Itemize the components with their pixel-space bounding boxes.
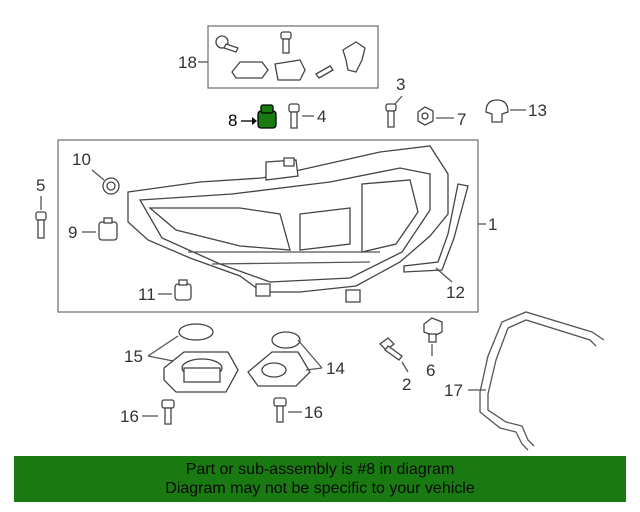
part-8-group: 8 bbox=[228, 104, 277, 130]
part-10-group: 10 bbox=[72, 150, 120, 195]
callout-8: 8 bbox=[228, 111, 237, 130]
bulb-socket-9-icon bbox=[98, 217, 118, 241]
callout-15: 15 bbox=[124, 347, 143, 366]
group-18-box: 18 bbox=[178, 25, 379, 89]
screw-16b-icon bbox=[273, 397, 287, 423]
callout-4: 4 bbox=[317, 107, 326, 126]
banner-line-1: Part or sub-assembly is #8 in diagram bbox=[185, 461, 455, 478]
part-4-group: 4 bbox=[288, 103, 326, 129]
screw-18e-icon bbox=[315, 65, 334, 79]
seal-17-icon bbox=[487, 319, 597, 447]
callout-3: 3 bbox=[396, 75, 405, 94]
module-15-icon bbox=[163, 351, 239, 393]
seal-12-icon bbox=[403, 183, 469, 273]
callout-10: 10 bbox=[72, 150, 91, 169]
seal-ring-15-icon bbox=[178, 323, 214, 341]
screw-18b-icon bbox=[280, 31, 292, 54]
part-12-group: 12 bbox=[403, 183, 469, 302]
bolt-18a-icon bbox=[215, 35, 239, 53]
screw-3-icon bbox=[385, 103, 397, 112]
callout-18: 18 bbox=[178, 53, 197, 72]
banner-line-2: Diagram may not be specific to your vehi… bbox=[165, 480, 475, 497]
callout-7: 7 bbox=[457, 110, 466, 129]
callout-16-left: 16 bbox=[120, 407, 139, 426]
cap-11-icon bbox=[174, 279, 192, 301]
callout-6: 6 bbox=[426, 361, 435, 380]
callout-16-right: 16 bbox=[304, 403, 323, 422]
callout-17: 17 bbox=[444, 381, 463, 400]
callout-1: 1 bbox=[488, 215, 497, 234]
part-16b-group: 16 bbox=[273, 397, 323, 423]
screw-2-icon bbox=[379, 337, 395, 351]
part-13-group: 13 bbox=[485, 99, 547, 123]
part-6-group: 6 bbox=[423, 317, 443, 380]
cap-13-icon bbox=[485, 99, 509, 123]
part-17-group: 17 bbox=[444, 311, 605, 451]
seal-ring-14-icon bbox=[271, 331, 301, 349]
part-7-group: 7 bbox=[417, 106, 466, 129]
bracket-18c-icon bbox=[231, 61, 269, 79]
screw-4-icon bbox=[288, 103, 300, 113]
clip-6-icon bbox=[423, 317, 443, 343]
callout-9: 9 bbox=[68, 223, 77, 242]
callout-11: 11 bbox=[138, 285, 156, 304]
screw-5-icon bbox=[35, 211, 47, 221]
part-5-group: 5 bbox=[35, 176, 47, 239]
screw-16a-icon bbox=[161, 399, 175, 425]
callout-13: 13 bbox=[528, 101, 547, 120]
callout-14: 14 bbox=[326, 359, 345, 378]
callout-2: 2 bbox=[402, 375, 411, 394]
part-15-group: 15 bbox=[124, 323, 239, 393]
headlamp-icon bbox=[127, 145, 449, 303]
part-2-group: 2 bbox=[379, 337, 411, 394]
part-11-group: 11 bbox=[138, 279, 192, 304]
part-3-group: 3 bbox=[385, 75, 405, 128]
part-16a-group: 16 bbox=[120, 399, 175, 426]
headlamp-assembly-box: 1 bbox=[57, 139, 497, 313]
bracket-18d-icon bbox=[274, 59, 306, 81]
part-9-group: 9 bbox=[68, 217, 118, 242]
callout-5: 5 bbox=[36, 176, 45, 195]
clip-18f-icon bbox=[342, 41, 366, 73]
part-14-group: 14 bbox=[247, 331, 345, 387]
module-14-icon bbox=[247, 351, 311, 387]
grommet-8-icon bbox=[257, 104, 277, 129]
callout-12: 12 bbox=[446, 283, 465, 302]
info-banner: Part or sub-assembly is #8 in diagram Di… bbox=[14, 456, 626, 502]
